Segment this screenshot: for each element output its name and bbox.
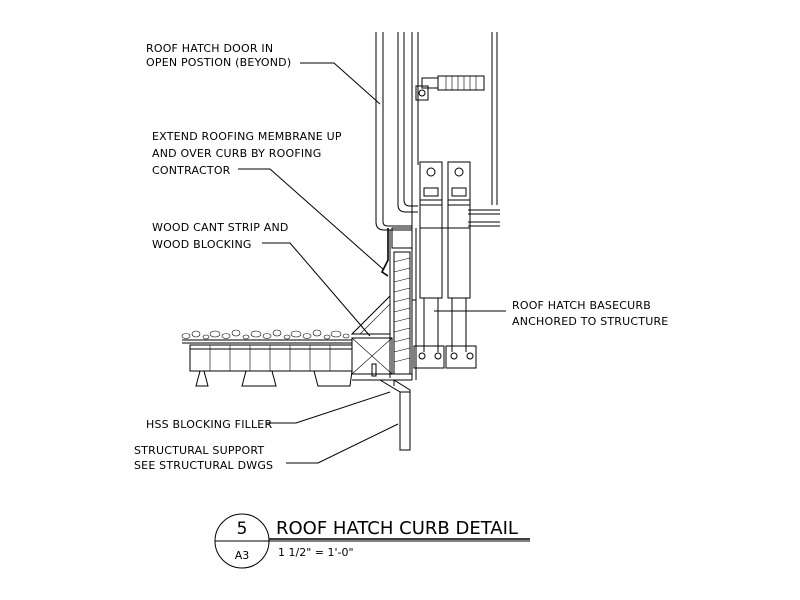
- svg-text:CONTRACTOR: CONTRACTOR: [152, 164, 231, 177]
- title-block: 5 A3 ROOF HATCH CURB DETAIL 1 1/2" = 1'-…: [214, 513, 530, 569]
- label-hss: HSS BLOCKING FILLER: [146, 418, 272, 431]
- roof-assembly: [181, 329, 412, 387]
- hinge-assembly: [413, 161, 477, 369]
- label-door: ROOF HATCH DOOR IN OPEN POSTION (BEYOND): [146, 42, 291, 69]
- svg-text:ANCHORED TO STRUCTURE: ANCHORED TO STRUCTURE: [512, 315, 668, 328]
- svg-text:WOOD CANT STRIP AND: WOOD CANT STRIP AND: [152, 221, 289, 234]
- svg-text:OPEN POSTION (BEYOND): OPEN POSTION (BEYOND): [146, 56, 291, 69]
- sheet-number: A3: [235, 549, 250, 562]
- svg-text:ROOF HATCH DOOR IN: ROOF HATCH DOOR IN: [146, 42, 273, 55]
- svg-text:STRUCTURAL SUPPORT: STRUCTURAL SUPPORT: [134, 444, 264, 457]
- svg-text:SEE STRUCTURAL DWGS: SEE STRUCTURAL DWGS: [134, 459, 273, 472]
- svg-text:HSS BLOCKING FILLER: HSS BLOCKING FILLER: [146, 418, 272, 431]
- label-basecurb: ROOF HATCH BASECURB ANCHORED TO STRUCTUR…: [512, 299, 668, 328]
- detail-number: 5: [237, 519, 248, 539]
- svg-text:ROOF HATCH BASECURB: ROOF HATCH BASECURB: [512, 299, 651, 312]
- hatch-door: [375, 32, 500, 231]
- cant-strip: [350, 294, 393, 375]
- leader-lines: [238, 62, 506, 464]
- detail-title: ROOF HATCH CURB DETAIL: [276, 518, 518, 539]
- label-cant: WOOD CANT STRIP AND WOOD BLOCKING: [152, 221, 289, 251]
- svg-text:EXTEND ROOFING MEMBRANE UP: EXTEND ROOFING MEMBRANE UP: [152, 130, 342, 143]
- structural-angle: [379, 379, 411, 451]
- curb-wall: [380, 227, 417, 380]
- label-membrane: EXTEND ROOFING MEMBRANE UP AND OVER CURB…: [152, 130, 342, 177]
- detail-scale: 1 1/2" = 1'-0": [278, 546, 354, 559]
- svg-text:WOOD BLOCKING: WOOD BLOCKING: [152, 238, 252, 251]
- svg-text:AND OVER CURB BY ROOFING: AND OVER CURB BY ROOFING: [152, 147, 321, 160]
- label-support: STRUCTURAL SUPPORT SEE STRUCTURAL DWGS: [134, 444, 273, 472]
